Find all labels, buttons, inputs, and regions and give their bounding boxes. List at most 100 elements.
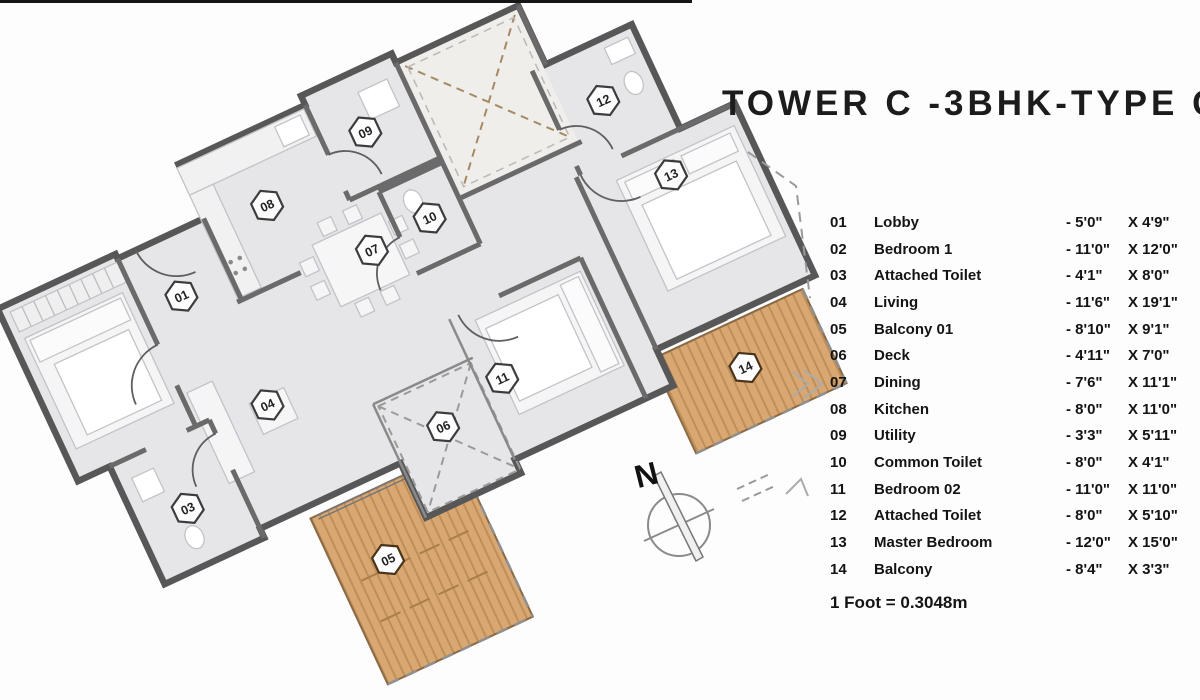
legend-room-number: 04 bbox=[830, 293, 847, 311]
legend-room-name: Attached Toilet bbox=[874, 267, 982, 285]
legend-room-name: Deck bbox=[874, 347, 910, 365]
room-badge-number: 05 bbox=[379, 551, 398, 570]
legend-row: 03 Attached Toilet - 4'1" X 8'0" bbox=[830, 262, 1196, 289]
top-edge-bar bbox=[0, 0, 692, 3]
legend-room-name: Bedroom 1 bbox=[874, 240, 953, 258]
legend-room-dim-width: - 12'0" bbox=[1066, 534, 1111, 552]
page-title: TOWER C -3BHK-TYPE C bbox=[722, 84, 1200, 123]
legend-room-number: 06 bbox=[830, 347, 847, 365]
legend-room-dim-length: X 8'0" bbox=[1128, 267, 1170, 285]
legend-room-name: Lobby bbox=[874, 213, 919, 231]
legend-row: 11 Bedroom 02 - 11'0" X 11'0" bbox=[830, 476, 1196, 503]
room-badge-number: 04 bbox=[258, 396, 277, 415]
room-badge-number: 09 bbox=[356, 123, 375, 142]
legend-room-name: Attached Toilet bbox=[874, 507, 982, 525]
legend-room-name: Dining bbox=[874, 373, 921, 391]
legend-room-dim-width: - 8'0" bbox=[1066, 507, 1103, 525]
legend-room-number: 10 bbox=[830, 454, 847, 472]
legend-room-number: 12 bbox=[830, 507, 847, 525]
room-badge-number: 07 bbox=[363, 241, 382, 260]
lift-shaft bbox=[399, 9, 578, 195]
room-badge-10 bbox=[412, 202, 447, 234]
legend-row: 05 Balcony 01 - 8'10" X 9'1" bbox=[830, 316, 1196, 343]
legend-room-number: 03 bbox=[830, 267, 847, 285]
legend-room-dim-length: X 4'9" bbox=[1128, 213, 1170, 231]
room-badge-11 bbox=[484, 362, 520, 394]
room-badge-number: 08 bbox=[258, 197, 277, 216]
room-badge-01 bbox=[164, 280, 199, 312]
room-badge-07 bbox=[354, 234, 390, 266]
legend-room-number: 05 bbox=[830, 320, 847, 338]
room-badge-number: 14 bbox=[736, 359, 755, 378]
room-badge-14 bbox=[728, 351, 763, 384]
legend-room-number: 09 bbox=[830, 427, 847, 445]
legend-room-dim-width: - 11'6" bbox=[1066, 293, 1111, 311]
legend-row: 04 Living - 11'6" X 19'1" bbox=[830, 289, 1196, 316]
legend-room-name: Kitchen bbox=[874, 400, 930, 418]
legend-room-name: Common Toilet bbox=[874, 454, 983, 472]
legend-room-dim-length: X 9'1" bbox=[1128, 320, 1170, 338]
north-label: N bbox=[631, 455, 662, 496]
legend-room-dim-length: X 19'1" bbox=[1128, 293, 1178, 311]
legend-room-dim-length: X 11'0" bbox=[1128, 480, 1178, 498]
legend-room-dim-width: - 11'0" bbox=[1066, 240, 1111, 258]
legend-room-number: 08 bbox=[830, 400, 847, 418]
legend-room-dim-width: - 4'11" bbox=[1066, 347, 1111, 365]
legend-room-dim-length: X 7'0" bbox=[1128, 347, 1170, 365]
legend-room-number: 13 bbox=[830, 534, 847, 552]
legend-room-number: 14 bbox=[830, 560, 847, 578]
inner-walls bbox=[108, 4, 736, 539]
legend-room-number: 02 bbox=[830, 240, 847, 258]
thin-walls bbox=[371, 318, 516, 519]
legend-room-dim-width: - 5'0" bbox=[1066, 213, 1103, 231]
legend-room-dim-length: X 5'10" bbox=[1128, 507, 1178, 525]
legend-room-dim-length: X 11'1" bbox=[1128, 373, 1178, 391]
room-badge-number: 11 bbox=[493, 370, 511, 388]
legend-room-dim-width: - 8'10" bbox=[1066, 320, 1111, 338]
legend-room-number: 11 bbox=[830, 480, 846, 498]
room-badge-number: 06 bbox=[434, 418, 453, 437]
legend-room-dim-width: - 4'1" bbox=[1066, 267, 1103, 285]
legend-row: 08 Kitchen - 8'0" X 11'0" bbox=[830, 396, 1196, 423]
boundary-dashes bbox=[736, 151, 824, 502]
room-badge-04 bbox=[250, 389, 285, 421]
legend-room-dim-length: X 5'11" bbox=[1128, 427, 1178, 445]
legend-room-dim-width: - 11'0" bbox=[1066, 480, 1111, 498]
legend-room-dim-length: X 4'1" bbox=[1128, 454, 1170, 472]
room-badge-number: 13 bbox=[662, 166, 681, 185]
room-badge-09 bbox=[348, 116, 383, 148]
room-badge-number: 12 bbox=[594, 92, 613, 111]
legend-room-dim-length: X 3'3" bbox=[1128, 560, 1170, 578]
room-badge-05 bbox=[370, 543, 406, 576]
legend-room-name: Utility bbox=[874, 427, 916, 445]
room-badge-03 bbox=[170, 492, 205, 525]
legend-row: 02 Bedroom 1 - 11'0" X 12'0" bbox=[830, 236, 1196, 263]
room-badge-06 bbox=[425, 411, 461, 443]
legend-room-name: Bedroom 02 bbox=[874, 480, 961, 498]
legend-room-name: Living bbox=[874, 293, 919, 311]
room-badge-12 bbox=[586, 84, 621, 117]
room-badge-number: 10 bbox=[421, 209, 440, 228]
room-badge-08 bbox=[249, 189, 285, 222]
scale-note: 1 Foot = 0.3048m bbox=[830, 593, 968, 612]
legend-room-dim-length: X 12'0" bbox=[1128, 240, 1178, 258]
legend-room-name: Balcony bbox=[874, 560, 933, 578]
legend-row: 06 Deck - 4'11" X 7'0" bbox=[830, 342, 1196, 369]
legend-row: 14 Balcony - 8'4" X 3'3" bbox=[830, 556, 1196, 583]
legend-row: 12 Attached Toilet - 8'0" X 5'10" bbox=[830, 503, 1196, 530]
legend-room-dim-width: - 8'0" bbox=[1066, 400, 1103, 418]
legend-room-dim-length: X 11'0" bbox=[1128, 400, 1178, 418]
legend-room-name: Balcony 01 bbox=[874, 320, 954, 338]
legend-room-dim-width: - 7'6" bbox=[1066, 373, 1103, 391]
legend-room-dim-width: - 8'4" bbox=[1066, 560, 1103, 578]
north-compass: N bbox=[631, 455, 715, 563]
